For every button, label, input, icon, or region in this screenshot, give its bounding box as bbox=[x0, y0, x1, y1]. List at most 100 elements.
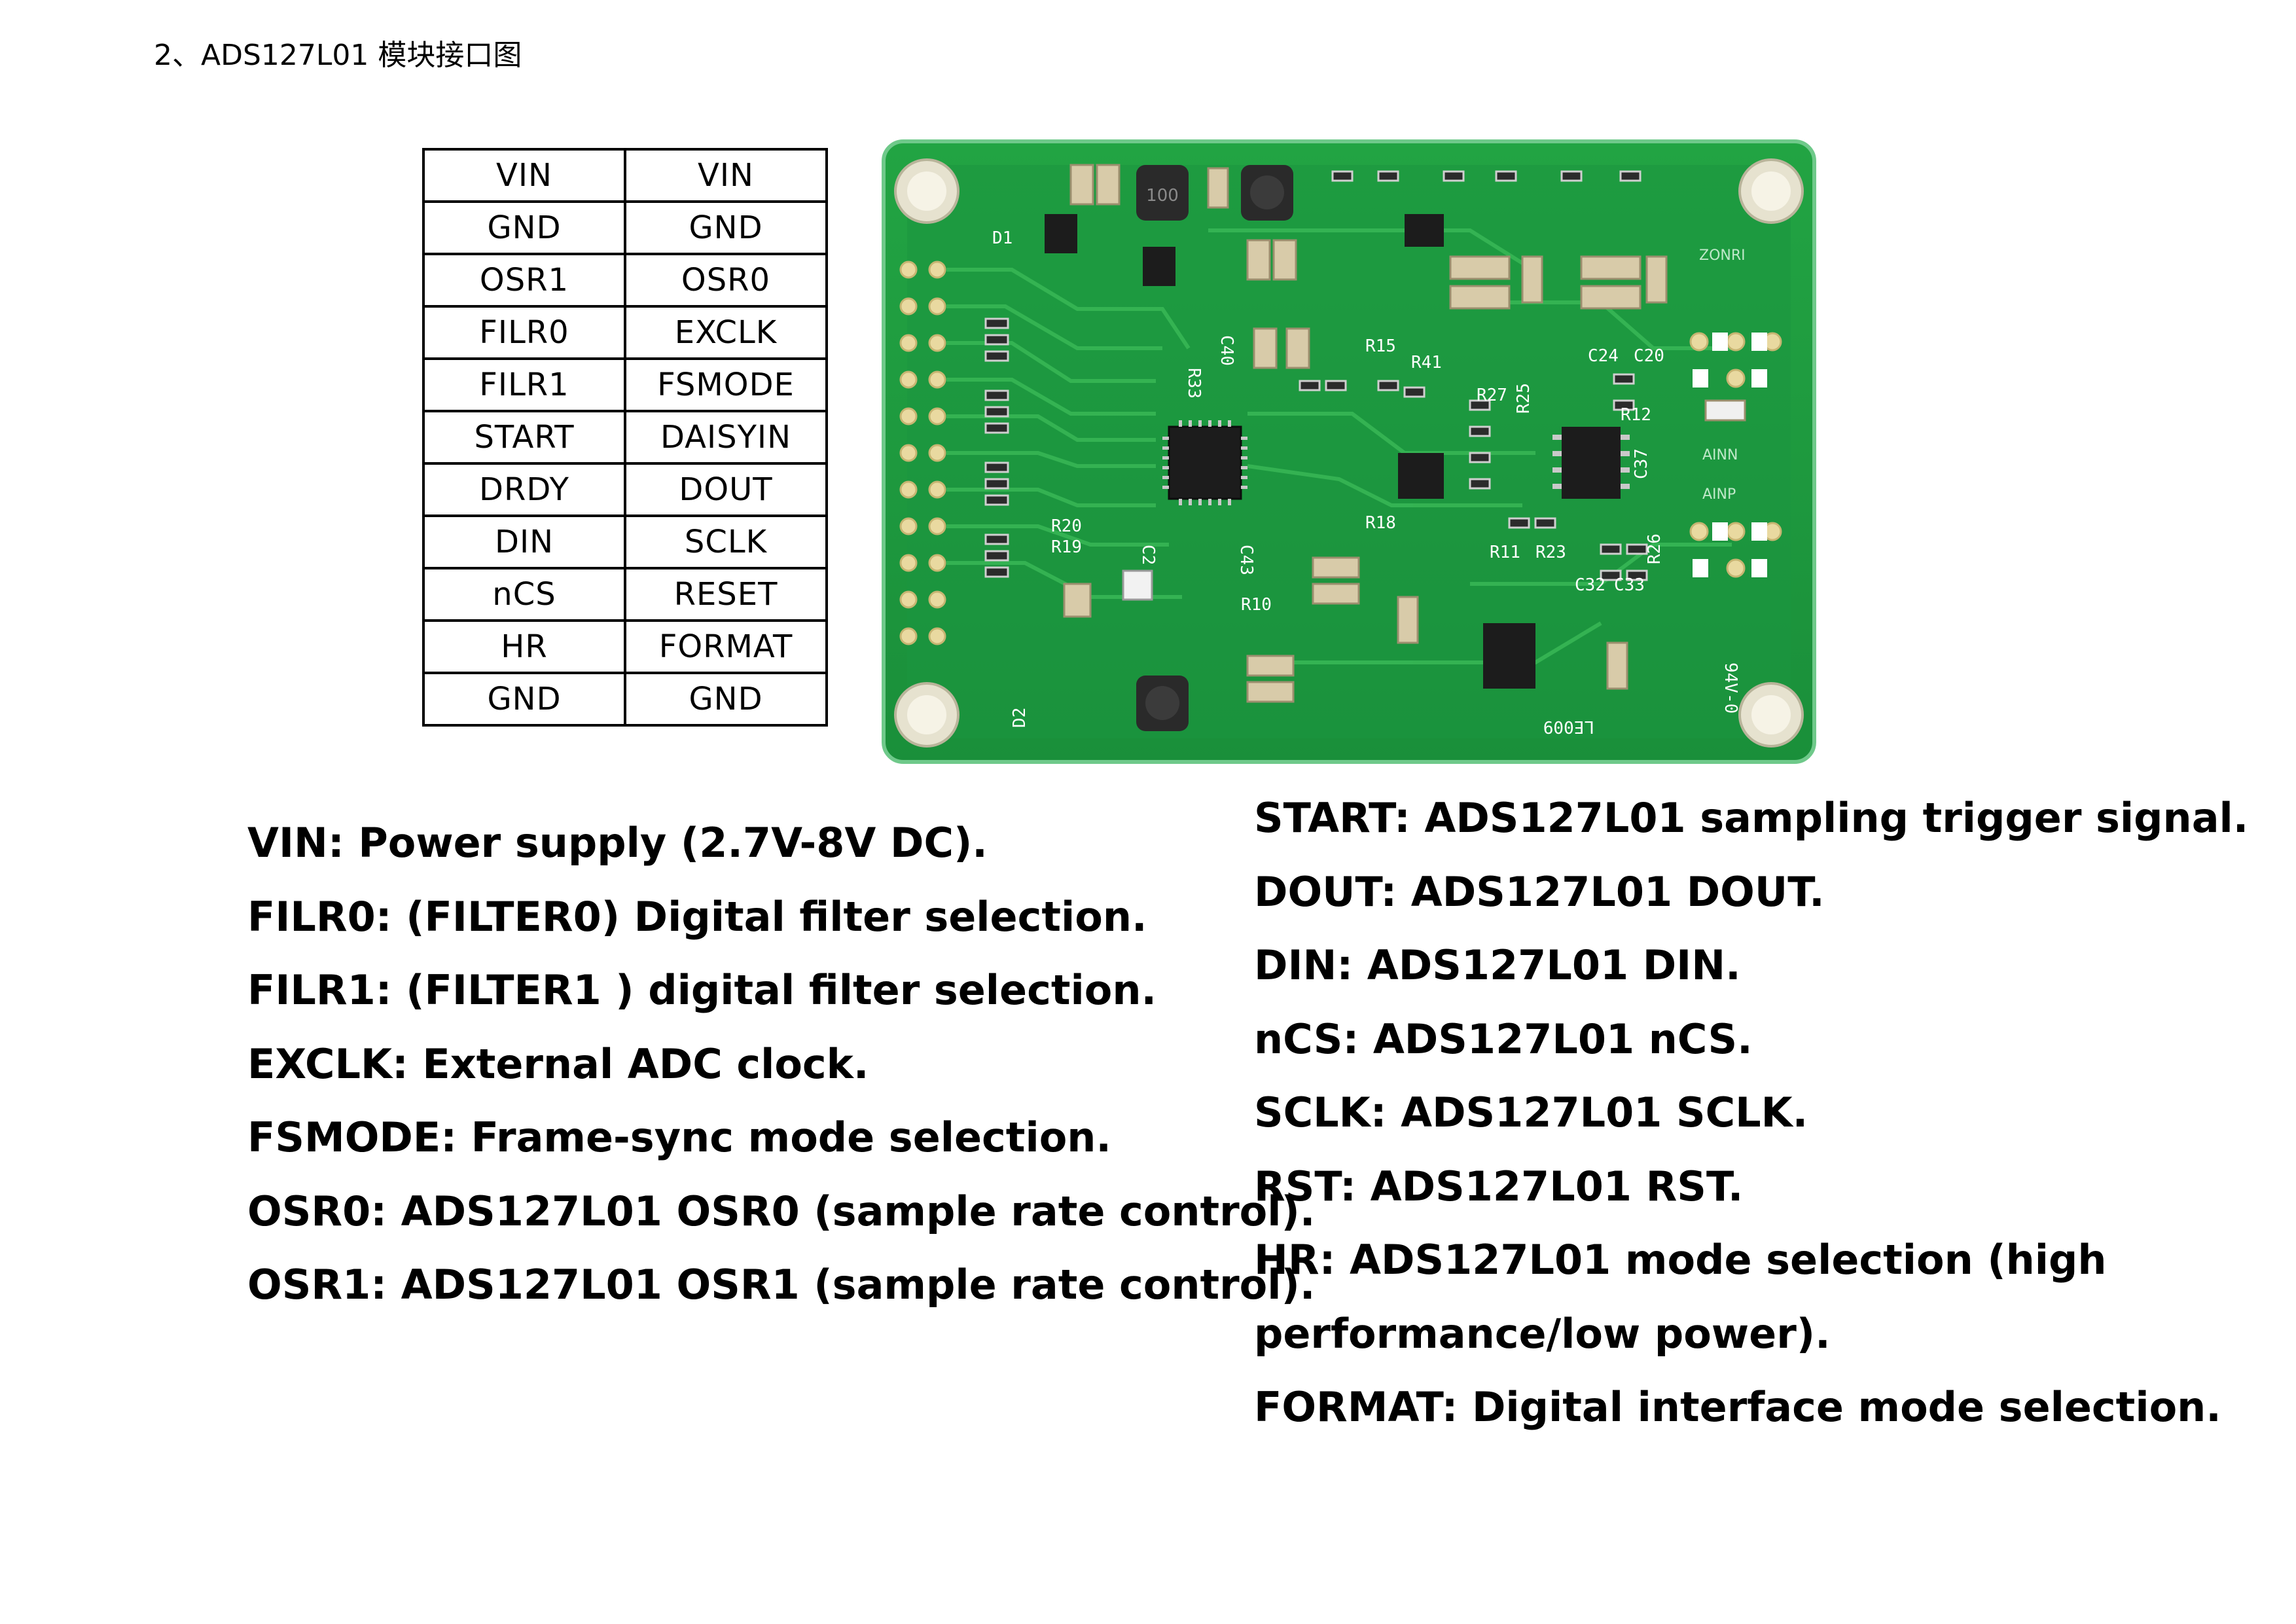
description-line: HR: ADS127L01 mode selection (high bbox=[1254, 1236, 2107, 1284]
pin-table: VIN VIN GND GND OSR1 OSR0 FILR0 EXCLK FI… bbox=[422, 148, 828, 727]
table-row: DIN SCLK bbox=[422, 514, 828, 569]
pin-cell: VIN bbox=[624, 148, 828, 203]
table-row: GND GND bbox=[422, 672, 828, 727]
pin-cell: nCS bbox=[422, 567, 626, 622]
crystal bbox=[1122, 569, 1153, 601]
description-line: FSMODE: Frame-sync mode selection. bbox=[247, 1113, 1111, 1161]
pcb-traces bbox=[946, 228, 1732, 664]
svg-text:R19: R19 bbox=[1051, 537, 1082, 557]
pin-cell: START bbox=[422, 410, 626, 465]
table-row: START DAISYIN bbox=[422, 410, 828, 465]
description-line: FILR1: (FILTER1 ) digital filter selecti… bbox=[247, 966, 1157, 1014]
svg-text:AINN: AINN bbox=[1702, 447, 1738, 463]
svg-text:R25: R25 bbox=[1514, 383, 1534, 414]
svg-text:C2: C2 bbox=[1138, 545, 1158, 565]
description-line: EXCLK: External ADC clock. bbox=[247, 1039, 869, 1088]
pin-cell: OSR0 bbox=[624, 253, 828, 308]
svg-text:C24: C24 bbox=[1588, 346, 1619, 366]
description-line: SCLK: ADS127L01 SCLK. bbox=[1254, 1089, 1808, 1136]
svg-text:C40: C40 bbox=[1217, 335, 1236, 366]
pin-cell: DAISYIN bbox=[624, 410, 828, 465]
description-line: DIN: ADS127L01 DIN. bbox=[1254, 941, 1741, 989]
svg-text:C20: C20 bbox=[1634, 346, 1664, 366]
svg-text:C37: C37 bbox=[1632, 448, 1651, 479]
capacitors bbox=[1063, 164, 1746, 703]
silkscreen-labels-small: AINN AINP ZONRI bbox=[1699, 247, 1746, 503]
regulator-chip bbox=[1405, 214, 1444, 247]
description-list-right: START: ADS127L01 sampling trigger signal… bbox=[1254, 782, 2248, 1445]
pin-cell: VIN bbox=[422, 148, 626, 203]
table-row: OSR1 OSR0 bbox=[422, 253, 828, 308]
regulator-chip bbox=[1045, 214, 1077, 253]
svg-text:R33: R33 bbox=[1184, 368, 1204, 399]
inductor bbox=[1136, 676, 1189, 731]
description-line: OSR0: ADS127L01 OSR0 (sample rate contro… bbox=[247, 1187, 1316, 1235]
resistors bbox=[984, 170, 1648, 581]
svg-text:R15: R15 bbox=[1365, 336, 1396, 356]
pin-cell: EXCLK bbox=[624, 305, 828, 360]
svg-text:R11: R11 bbox=[1490, 543, 1520, 562]
description-line: DOUT: ADS127L01 DOUT. bbox=[1254, 867, 1825, 916]
section-heading: 2、ADS127L01 模块接口图 bbox=[154, 39, 522, 72]
svg-text:C33: C33 bbox=[1614, 575, 1645, 595]
svg-text:AINP: AINP bbox=[1702, 486, 1736, 503]
pcb-photo: 100 bbox=[882, 139, 1816, 764]
pin-header bbox=[899, 261, 946, 645]
adc-chip bbox=[1162, 420, 1247, 505]
description-line: FORMAT: Digital interface mode selection… bbox=[1254, 1383, 2221, 1431]
inductor bbox=[1241, 165, 1293, 221]
svg-text:C43: C43 bbox=[1236, 545, 1256, 575]
table-row: DRDY DOUT bbox=[422, 462, 828, 517]
pin-cell: FILR0 bbox=[422, 305, 626, 360]
svg-text:ZONRI: ZONRI bbox=[1699, 247, 1746, 264]
svg-text:R41: R41 bbox=[1411, 353, 1442, 372]
reference-chip bbox=[1483, 623, 1535, 689]
svg-text:R27: R27 bbox=[1477, 386, 1507, 405]
svg-text:R20: R20 bbox=[1051, 516, 1082, 536]
pin-cell: GND bbox=[624, 672, 828, 727]
svg-text:C32: C32 bbox=[1575, 575, 1605, 595]
svg-text:R10: R10 bbox=[1241, 595, 1272, 615]
opamp-chip bbox=[1552, 427, 1630, 499]
pin-cell: DOUT bbox=[624, 462, 828, 517]
svg-text:LE009: LE009 bbox=[1543, 717, 1594, 736]
pin-cell: SCLK bbox=[624, 514, 828, 569]
table-row: nCS RESET bbox=[422, 567, 828, 622]
pin-cell: GND bbox=[624, 200, 828, 255]
analog-input-pads-square bbox=[1693, 333, 1767, 577]
table-row: HR FORMAT bbox=[422, 619, 828, 674]
svg-text:R23: R23 bbox=[1535, 543, 1566, 562]
mounting-hole bbox=[894, 682, 960, 748]
analog-input-pads bbox=[1689, 332, 1782, 578]
svg-text:R12: R12 bbox=[1621, 405, 1651, 425]
mounting-hole bbox=[1738, 158, 1804, 224]
mounting-hole bbox=[1738, 682, 1804, 748]
pin-cell: GND bbox=[422, 672, 626, 727]
mounting-hole bbox=[894, 158, 960, 224]
description-line: RST: ADS127L01 RST. bbox=[1254, 1162, 1744, 1210]
silkscreen-labels: D1 D2 C40 R33 R15 R41 C24 C20 R12 R27 R2… bbox=[992, 228, 1740, 736]
svg-text:D2: D2 bbox=[1010, 708, 1030, 728]
pin-cell: HR bbox=[422, 619, 626, 674]
pin-cell: DIN bbox=[422, 514, 626, 569]
pin-cell: DRDY bbox=[422, 462, 626, 517]
svg-text:94V-0: 94V-0 bbox=[1721, 662, 1740, 713]
description-line: nCS: ADS127L01 nCS. bbox=[1254, 1015, 1753, 1063]
table-row: GND GND bbox=[422, 200, 828, 255]
pin-cell: RESET bbox=[624, 567, 828, 622]
svg-text:R18: R18 bbox=[1365, 513, 1396, 533]
pin-cell: OSR1 bbox=[422, 253, 626, 308]
inductor: 100 bbox=[1136, 165, 1189, 221]
table-row: FILR0 EXCLK bbox=[422, 305, 828, 360]
description-line: OSR1: ADS127L01 OSR1 (sample rate contro… bbox=[247, 1261, 1316, 1308]
pin-cell: FSMODE bbox=[624, 357, 828, 412]
description-line: START: ADS127L01 sampling trigger signal… bbox=[1254, 794, 2249, 842]
svg-text:100: 100 bbox=[1146, 186, 1179, 206]
description-line: VIN: Power supply (2.7V-8V DC). bbox=[247, 819, 988, 867]
description-list-left: VIN: Power supply (2.7V-8V DC). FILR0: (… bbox=[247, 806, 1315, 1322]
pin-cell: FORMAT bbox=[624, 619, 828, 674]
pin-cell: FILR1 bbox=[422, 357, 626, 412]
small-chip bbox=[1398, 453, 1444, 499]
table-row: VIN VIN bbox=[422, 148, 828, 203]
table-row: FILR1 FSMODE bbox=[422, 357, 828, 412]
